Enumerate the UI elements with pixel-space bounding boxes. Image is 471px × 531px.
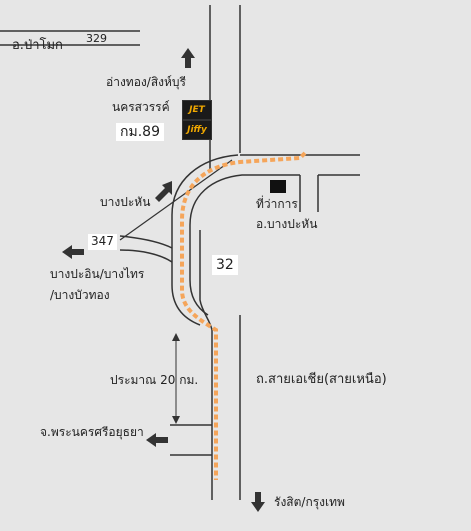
label-route-329: 329 [86, 32, 107, 45]
arrow-down-icon [251, 492, 265, 512]
label-rangsit: รังสิต/กรุงเทพ [274, 495, 345, 509]
interchange-inner-curve [189, 174, 300, 316]
road-347-top-edge [119, 235, 173, 249]
label-ayutthaya: จ.พระนครศรีอยุธยา [40, 425, 144, 439]
distance-arrow-bottom-icon [172, 416, 180, 424]
distance-arrow-top-icon [172, 333, 180, 341]
route-highlight [180, 151, 307, 480]
diagonal-road [119, 159, 233, 241]
arrow-left-ayutthaya-icon [146, 433, 168, 447]
label-km-89: กม.89 [116, 123, 164, 142]
label-bang-pa-in: บางปะอิน/บางไทร [50, 267, 145, 281]
label-bang-bua-thong: /บางบัวทอง [50, 288, 110, 302]
label-route-32: 32 [212, 255, 238, 276]
label-district-office-line1: ที่ว่าการ [256, 197, 298, 211]
district-office-marker [270, 180, 286, 193]
road-347-bottom-edge [119, 249, 173, 263]
label-road-name: ถ.สายเอเชีย(สายเหนือ) [256, 372, 387, 387]
label-route-347: 347 [88, 234, 117, 250]
interchange-outer-curve [171, 154, 239, 326]
label-district-office-line2: อ.บางปะหัน [256, 217, 318, 231]
label-nakhon-sawan: นครสวรรค์ [112, 100, 170, 114]
jet-logo: JET [182, 100, 212, 120]
arrow-diagonal-icon [155, 181, 172, 202]
arrow-left-347-icon [62, 245, 84, 259]
arrow-up-icon [181, 48, 195, 68]
interchange-inner-left [199, 230, 213, 331]
label-bang-pahan-direction: บางปะหัน [100, 195, 151, 209]
label-pa-mok: อ.ป่าโมก [12, 38, 63, 53]
label-ang-thong: อ่างทอง/สิงห์บุรี [106, 75, 186, 89]
label-approx-distance: ประมาณ 20 กม. [110, 373, 199, 387]
jiffy-logo: Jiffy [182, 120, 212, 140]
